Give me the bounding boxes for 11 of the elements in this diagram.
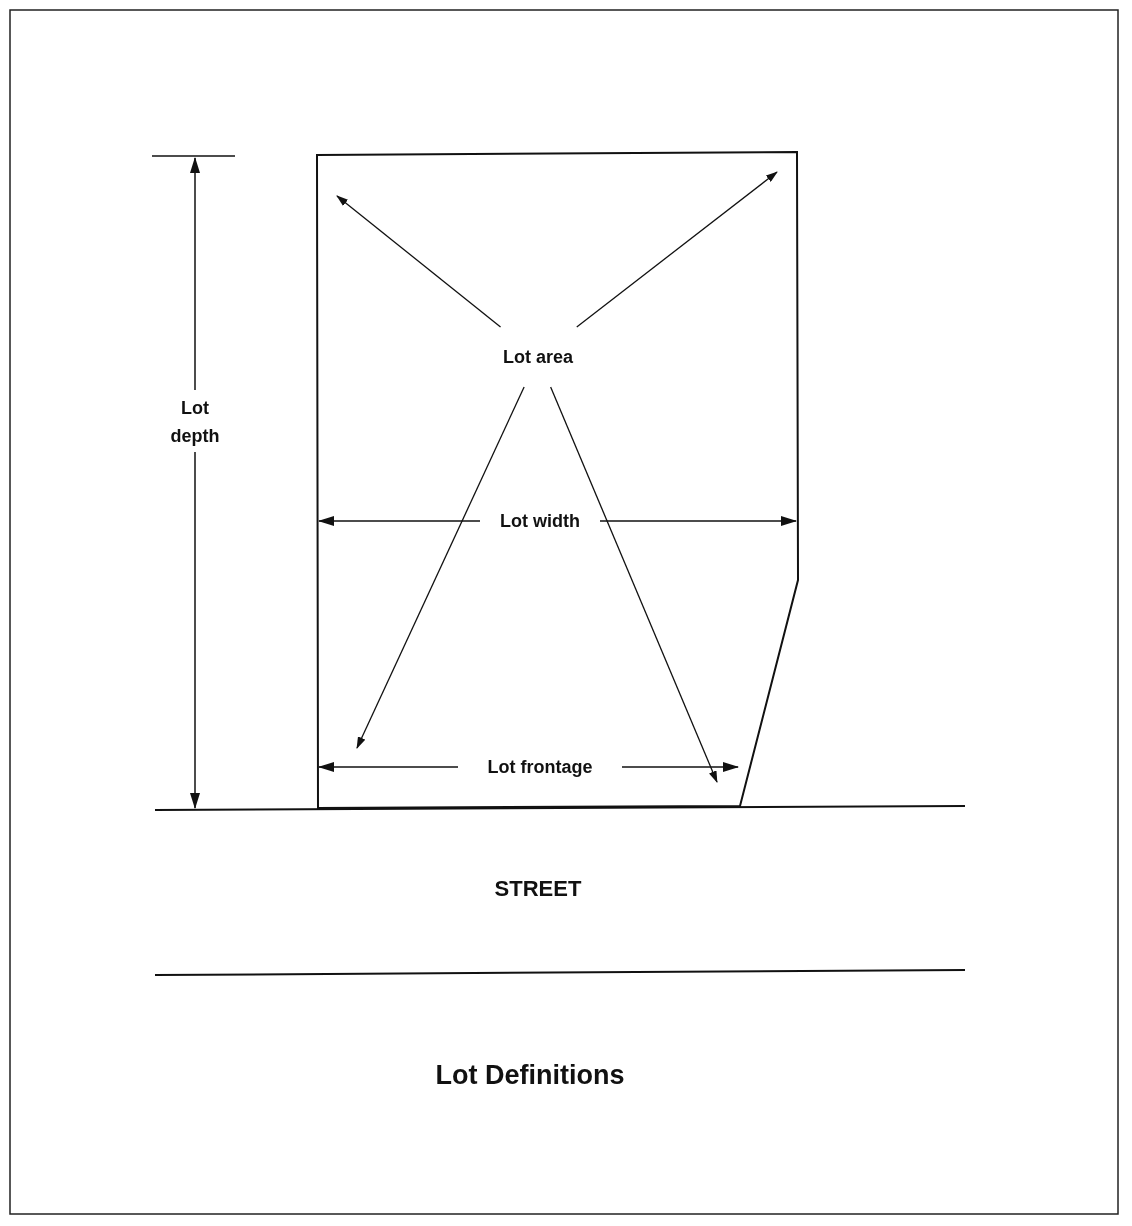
arrow [336,195,502,328]
arrow [576,171,778,328]
lot-parcel [316,151,800,810]
dimension-label: Lot frontage [487,756,593,779]
area-label: Lot area [491,329,585,385]
arrow [550,386,718,783]
diagram-title: Lot Definitions [435,1061,625,1089]
dimension-label: Lot depth [169,397,221,448]
dimension-label: Lot width [500,510,580,533]
arrow [356,386,525,749]
street-label: STREET [494,875,582,903]
